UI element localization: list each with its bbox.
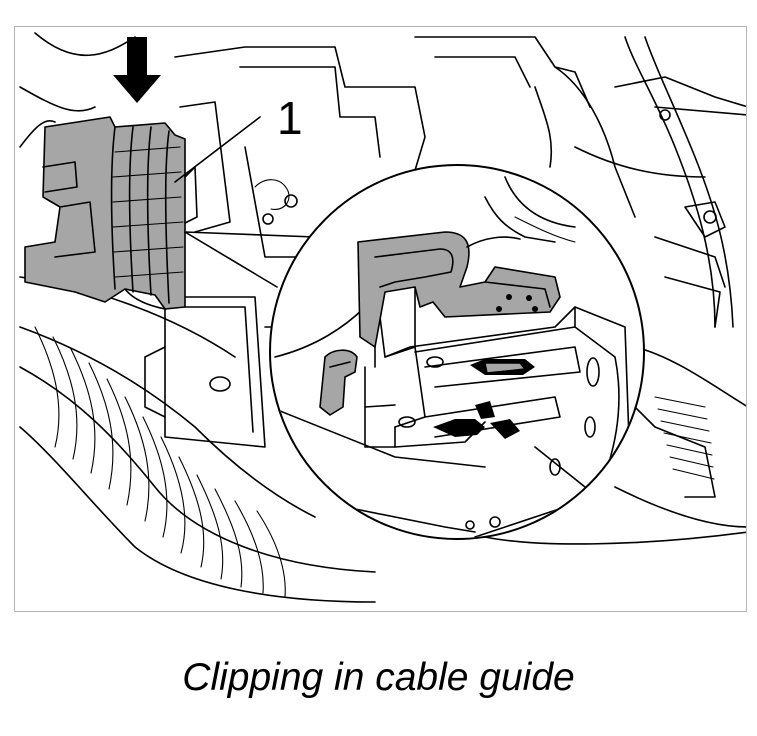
arrow-down-icon <box>113 37 161 103</box>
detail-magnifier <box>184 164 645 540</box>
engine-bay-line-drawing <box>19 32 746 603</box>
callout-label-1: 1 <box>277 92 303 144</box>
figure-caption: Clipping in cable guide <box>182 656 575 699</box>
figure-frame: 1 <box>14 26 747 612</box>
cable-clip-part <box>24 116 261 310</box>
background-linework <box>19 32 746 603</box>
